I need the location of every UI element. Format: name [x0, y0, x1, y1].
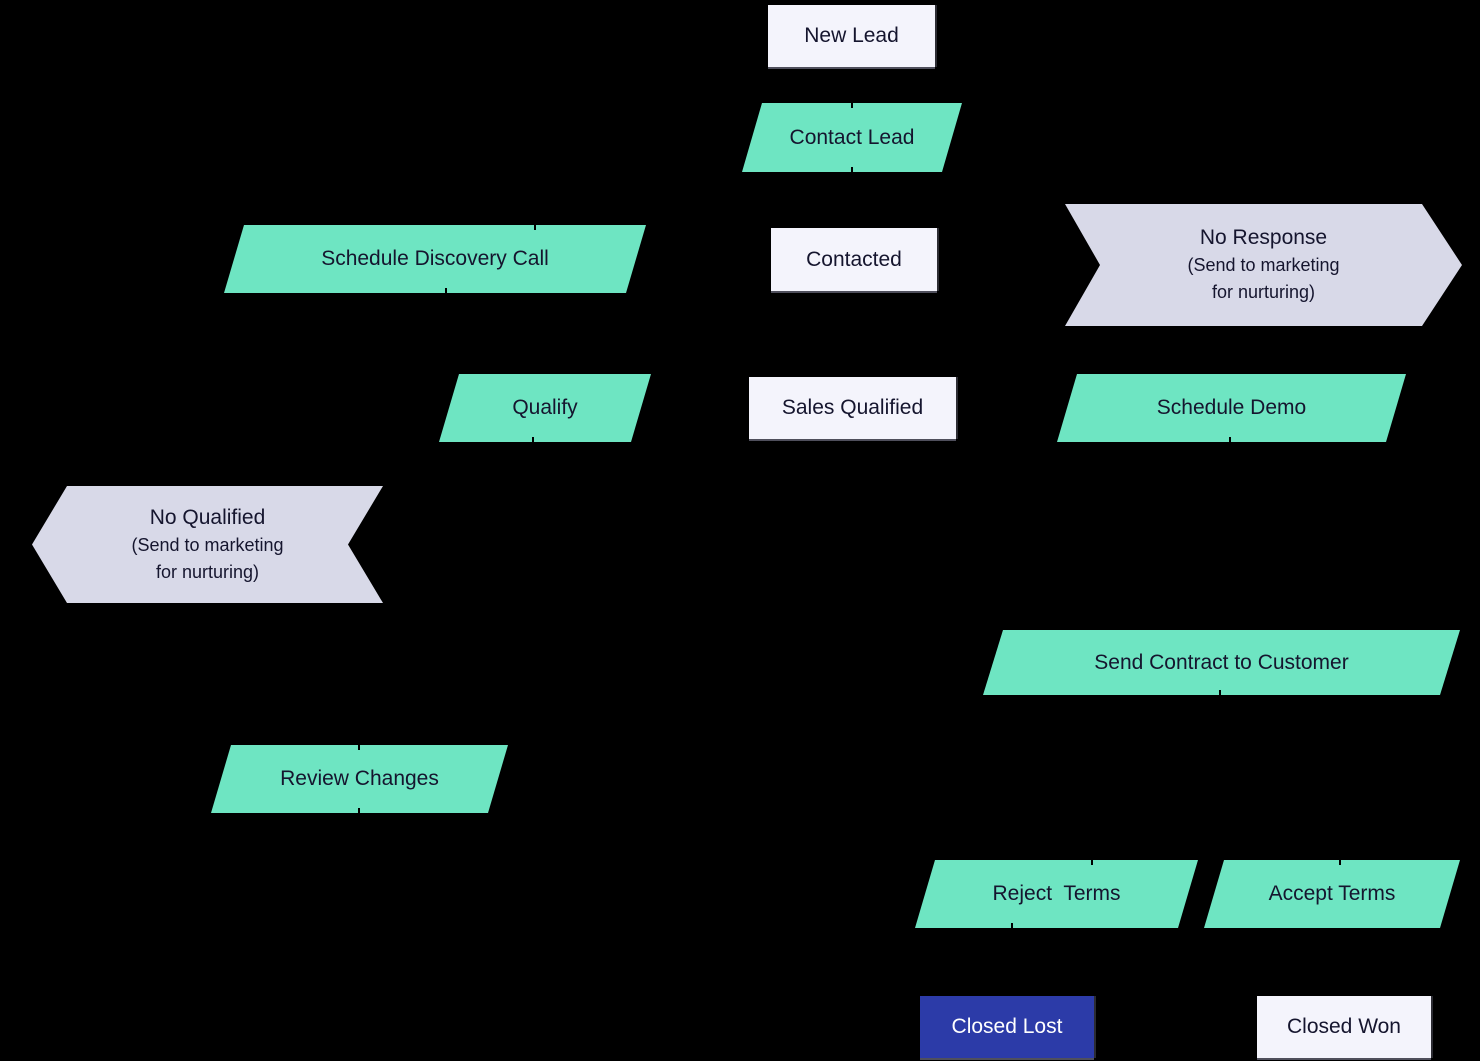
connector-arrow-tip: [1229, 437, 1231, 442]
flow-node-contacted: Contacted: [771, 228, 937, 291]
node-sublabel: (Send to marketing: [131, 534, 284, 555]
connector-arrow-tip: [1091, 860, 1093, 865]
node-label: Schedule Discovery Call: [321, 247, 549, 270]
node-label: New Lead: [804, 24, 899, 47]
flow-node-closed-lost: Closed Lost: [920, 996, 1094, 1058]
flow-node-reject-terms: Reject Terms: [915, 860, 1198, 928]
connector-arrow-tip: [1339, 860, 1341, 865]
flow-node-send-contract-to-customer: Send Contract to Customer: [983, 630, 1460, 695]
node-label: Accept Terms: [1268, 882, 1396, 905]
flow-node-accept-terms: Accept Terms: [1204, 860, 1460, 928]
flow-node-no-response: No Response (Send to marketing for nurtu…: [1065, 204, 1462, 326]
flow-node-schedule-demo: Schedule Demo: [1057, 374, 1406, 442]
flow-node-schedule-discovery-call: Schedule Discovery Call: [224, 225, 646, 293]
node-label: No Qualified: [149, 505, 266, 529]
node-sublabel: for nurturing): [155, 561, 260, 582]
node-sublabel: (Send to marketing: [1187, 255, 1340, 275]
node-label: Review Changes: [280, 767, 439, 790]
connector-arrow-tip: [851, 103, 853, 108]
flow-node-review-changes: Review Changes: [211, 745, 508, 813]
connector-arrow-tip: [534, 225, 536, 230]
connector-arrow-tip: [358, 808, 360, 813]
connector-arrow-tip: [1219, 690, 1221, 695]
connector-arrow-tip: [851, 167, 853, 172]
node-label: Send Contract to Customer: [1094, 650, 1349, 674]
flow-node-closed-won: Closed Won: [1257, 996, 1431, 1058]
node-label: No Response: [1199, 226, 1328, 249]
node-label: Closed Lost: [951, 1015, 1063, 1038]
node-label: Schedule Demo: [1156, 396, 1307, 419]
node-label: Qualify: [512, 396, 578, 419]
flow-node-no-qualified: No Qualified (Send to marketing for nurt…: [32, 486, 383, 603]
flow-node-sales-qualified: Sales Qualified: [749, 377, 956, 439]
connector-arrow-tip: [1011, 923, 1013, 928]
connector-arrow-tip: [532, 437, 534, 442]
flow-node-contact-lead: Contact Lead: [742, 103, 962, 172]
connector-arrow-tip: [445, 288, 447, 293]
node-sublabel: for nurturing): [1211, 282, 1316, 302]
connector-arrow-tip: [358, 745, 360, 750]
node-label: Contact Lead: [789, 125, 915, 149]
flow-node-new-lead: New Lead: [768, 5, 935, 67]
node-label: Closed Won: [1286, 1015, 1401, 1038]
node-label: Sales Qualified: [781, 396, 924, 419]
node-label: Contacted: [806, 247, 902, 271]
node-label: Reject Terms: [992, 882, 1121, 905]
flow-node-qualify: Qualify: [439, 374, 651, 442]
